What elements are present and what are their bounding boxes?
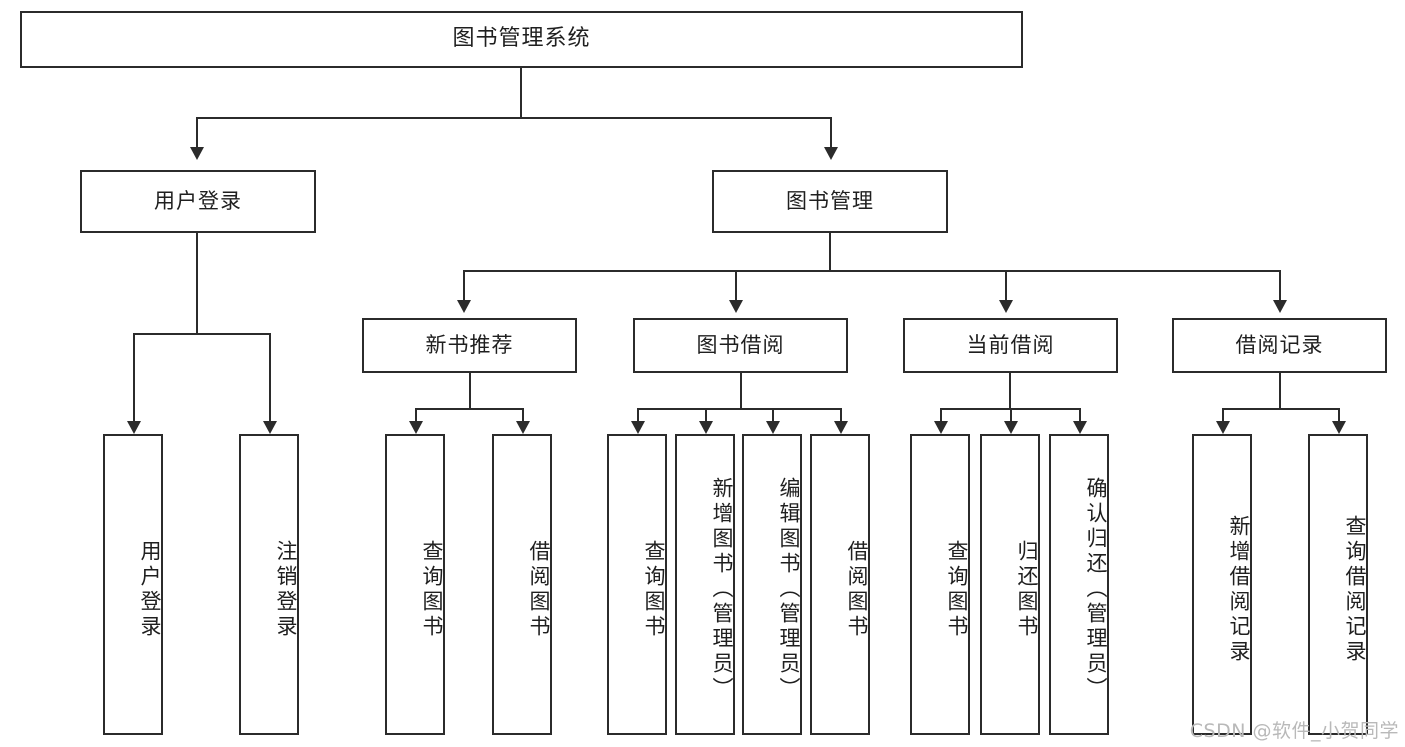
connector-level3-drop-1 [463,270,465,300]
node-label: 图书管理系统 [452,26,591,52]
connector-book-borrow-leaf3-drop [772,408,774,421]
connector-level2-right-drop [830,117,832,147]
leaf-borrow-query-book[interactable]: 查询图书 [607,434,667,735]
node-label: 编辑图书（管理员） [777,477,801,702]
node-book-manage[interactable]: 图书管理 [712,170,948,233]
node-label: 借阅记录 [1235,332,1324,357]
node-current-borrow[interactable]: 当前借阅 [903,318,1118,373]
connector-book-borrow-bus [637,408,841,410]
node-label: 图书管理 [786,188,874,213]
leaf-borrow-edit-book[interactable]: 编辑图书（管理员） [742,434,802,735]
arrowhead-leaf-new-book-2 [516,421,530,434]
node-label: 确认归还（管理员） [1084,477,1108,702]
connector-book-borrow-leaf4-drop [840,408,842,421]
arrowhead-leaf-book-borrow-1 [631,421,645,434]
arrowhead-user-login [190,147,204,160]
connector-current-borrow-stem [1009,373,1011,409]
arrowhead-leaf-user-login-1 [127,421,141,434]
node-label: 新书推荐 [425,332,514,357]
node-root-system[interactable]: 图书管理系统 [20,11,1023,68]
arrowhead-leaf-borrow-record-1 [1216,421,1230,434]
node-label: 新增借阅记录 [1227,514,1251,665]
node-label: 查询图书 [642,539,666,640]
connector-level3-drop-4 [1279,270,1281,300]
connector-new-book-leaf2-drop [522,408,524,421]
connector-book-manage-stem [829,233,831,271]
leaf-user-logout[interactable]: 注销登录 [239,434,299,735]
leaf-new-book-borrow[interactable]: 借阅图书 [492,434,552,735]
node-new-book-recommend[interactable]: 新书推荐 [362,318,577,373]
node-label: 新增图书（管理员） [710,477,734,702]
arrowhead-leaf-current-borrow-2 [1004,421,1018,434]
arrowhead-current-borrow [999,300,1013,313]
leaf-borrow-add-book[interactable]: 新增图书（管理员） [675,434,735,735]
leaf-current-query-book[interactable]: 查询图书 [910,434,970,735]
csdn-watermark: CSDN @软件_小贺同学 [1189,720,1399,742]
node-label: 查询借阅记录 [1343,514,1367,665]
arrowhead-new-book-rec [457,300,471,313]
connector-user-login-stem [196,233,198,334]
arrowhead-book-manage [824,147,838,160]
arrowhead-leaf-book-borrow-2 [699,421,713,434]
node-label: 注销登录 [274,539,298,640]
node-label: 查询图书 [420,539,444,640]
leaf-user-login-query[interactable]: 用户登录 [103,434,163,735]
node-label: 借阅图书 [527,539,551,640]
connector-book-borrow-leaf1-drop [637,408,639,421]
node-label: 当前借阅 [966,332,1055,357]
connector-level3-drop-3 [1005,270,1007,300]
connector-current-borrow-leaf1-drop [940,408,942,421]
node-label: 查询图书 [945,539,969,640]
connector-borrow-record-leaf2-drop [1338,408,1340,421]
arrowhead-borrow-record [1273,300,1287,313]
node-user-login[interactable]: 用户登录 [80,170,316,233]
node-label: 借阅图书 [845,539,869,640]
connector-current-borrow-leaf2-drop [1010,408,1012,421]
arrowhead-leaf-new-book-1 [409,421,423,434]
connector-level2-left-drop [196,117,198,147]
connector-borrow-record-stem [1279,373,1281,409]
connector-root-stem [520,68,522,118]
connector-book-borrow-leaf2-drop [705,408,707,421]
arrowhead-leaf-book-borrow-3 [766,421,780,434]
leaf-record-add[interactable]: 新增借阅记录 [1192,434,1252,735]
connector-level3-drop-2 [735,270,737,300]
connector-user-login-leaf2-drop [269,333,271,421]
arrowhead-leaf-current-borrow-1 [934,421,948,434]
connector-level3-bus [463,270,1280,272]
node-borrow-record[interactable]: 借阅记录 [1172,318,1387,373]
arrowhead-leaf-current-borrow-3 [1073,421,1087,434]
arrowhead-leaf-book-borrow-4 [834,421,848,434]
node-label: 用户登录 [154,188,242,213]
node-label: 用户登录 [138,539,162,640]
leaf-new-book-query[interactable]: 查询图书 [385,434,445,735]
node-book-borrow[interactable]: 图书借阅 [633,318,848,373]
connector-new-book-stem [469,373,471,409]
arrowhead-leaf-borrow-record-2 [1332,421,1346,434]
connector-new-book-leaf1-drop [415,408,417,421]
connector-user-login-bus [133,333,270,335]
arrowhead-book-borrow [729,300,743,313]
connector-new-book-bus [415,408,523,410]
arrowhead-leaf-user-login-2 [263,421,277,434]
leaf-current-return-book[interactable]: 归还图书 [980,434,1040,735]
connector-borrow-record-bus [1222,408,1339,410]
leaf-current-confirm-return[interactable]: 确认归还（管理员） [1049,434,1109,735]
leaf-record-query[interactable]: 查询借阅记录 [1308,434,1368,735]
connector-current-borrow-leaf3-drop [1079,408,1081,421]
connector-level2-bus [197,117,832,119]
node-label: 归还图书 [1015,539,1039,640]
connector-book-borrow-stem [740,373,742,409]
node-label: 图书借阅 [696,332,785,357]
connector-user-login-leaf1-drop [133,333,135,421]
connector-borrow-record-leaf1-drop [1222,408,1224,421]
leaf-borrow-borrow-book[interactable]: 借阅图书 [810,434,870,735]
